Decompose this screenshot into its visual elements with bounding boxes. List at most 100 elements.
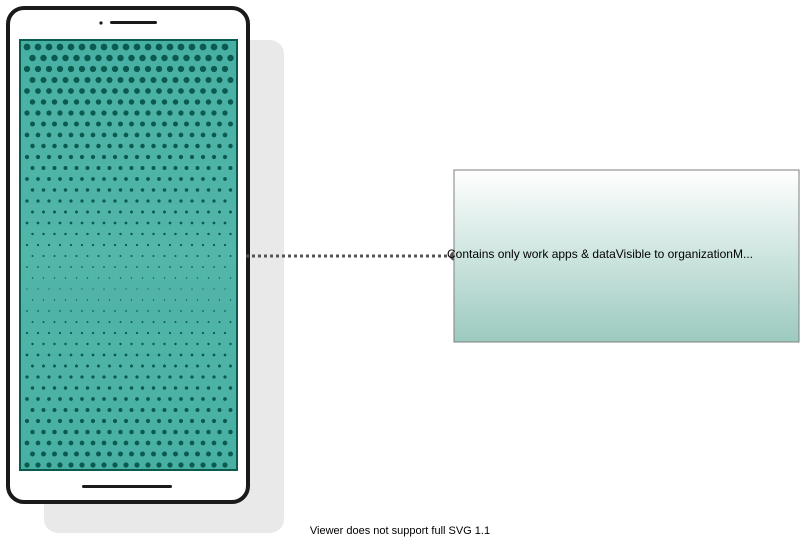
- smartphone-icon: [6, 6, 250, 504]
- screen-dot: [46, 132, 52, 138]
- screen-dot: [59, 288, 61, 290]
- screen-dot: [40, 99, 47, 105]
- screen-dot: [183, 54, 190, 62]
- screen-dot: [52, 188, 57, 192]
- screen-dot: [31, 232, 34, 236]
- screen-dot: [228, 386, 233, 390]
- screen-dot: [200, 462, 206, 468]
- screen-dot: [174, 299, 177, 301]
- screen-dot: [183, 99, 190, 105]
- screen-dot: [23, 65, 31, 73]
- screen-dot: [151, 143, 156, 149]
- screen-dot: [58, 177, 62, 181]
- screen-dot: [97, 232, 100, 236]
- screen-dot: [41, 451, 46, 457]
- screen-dot: [36, 199, 40, 203]
- screen-dot: [124, 397, 128, 401]
- screen-dot: [163, 321, 166, 323]
- screen-dot: [157, 331, 161, 335]
- screen-dot: [141, 321, 144, 323]
- screen-dot: [195, 143, 200, 149]
- screen-dot: [212, 177, 216, 181]
- svg-fallback-notice: Viewer does not support full SVG 1.1: [309, 525, 491, 537]
- screen-dot: [124, 375, 128, 379]
- screen-dot: [133, 65, 141, 73]
- screen-dot: [42, 321, 45, 323]
- screen-dot: [135, 177, 139, 181]
- screen-dot: [223, 221, 227, 225]
- screen-dot: [185, 277, 188, 279]
- screen-dot: [37, 310, 39, 312]
- screen-dot: [96, 451, 101, 457]
- screen-dot: [140, 386, 145, 390]
- screen-dot: [200, 440, 206, 446]
- screen-dot: [222, 418, 228, 424]
- screen-dot: [31, 321, 34, 323]
- screen-dot: [56, 43, 64, 51]
- screen-dot: [212, 221, 216, 225]
- screen-dot: [227, 99, 234, 105]
- screen-dot: [211, 88, 217, 94]
- screen-dot: [161, 54, 168, 62]
- screen-dot: [162, 451, 167, 457]
- screen-dot: [129, 408, 134, 412]
- screen-dot: [86, 342, 89, 346]
- screen-dot: [141, 342, 144, 346]
- screen-dot: [179, 221, 183, 225]
- screen-dot: [75, 232, 78, 236]
- screen-dot: [85, 121, 90, 127]
- screen-dot: [134, 154, 140, 160]
- screen-dot: [147, 266, 149, 268]
- screen-dot: [53, 321, 56, 323]
- screen-dot: [123, 440, 129, 446]
- screen-dot: [217, 408, 222, 412]
- screen-dot: [211, 440, 217, 446]
- screen-dot: [42, 342, 45, 346]
- screen-dot: [78, 43, 86, 51]
- screen-dot: [146, 243, 150, 247]
- screen-dot: [68, 440, 74, 446]
- screen-dot: [123, 132, 129, 138]
- screen-dot: [35, 462, 41, 468]
- screen-dot: [190, 397, 194, 401]
- screen-dot: [97, 342, 100, 346]
- screen-dot: [25, 331, 29, 335]
- screen-dot: [194, 54, 201, 62]
- screen-dot: [114, 266, 116, 268]
- screen-dot: [190, 243, 194, 247]
- screen-dot: [152, 342, 155, 346]
- screen-dot: [146, 221, 150, 225]
- screen-dot: [229, 277, 232, 279]
- screen-dot: [101, 462, 107, 468]
- screen-dot: [101, 418, 107, 424]
- screen-dot: [59, 266, 61, 268]
- screen-dot: [107, 121, 112, 127]
- screen-dot: [202, 288, 204, 290]
- screen-dot: [190, 375, 194, 379]
- screen-dot: [173, 451, 178, 457]
- screen-dot: [173, 188, 178, 192]
- screen-dot: [223, 199, 227, 203]
- screen-dot: [218, 232, 221, 236]
- screen-dot: [168, 221, 172, 225]
- screen-dot: [222, 88, 228, 94]
- screen-dot: [100, 65, 108, 73]
- screen-dot: [200, 132, 206, 138]
- screen-dot: [95, 77, 102, 83]
- screen-dot: [180, 266, 182, 268]
- screen-dot: [91, 331, 95, 335]
- screen-dot: [178, 110, 184, 116]
- screen-dot: [151, 429, 156, 435]
- screen-dot: [119, 342, 122, 346]
- screen-dot: [25, 221, 29, 225]
- screen-dot: [184, 121, 189, 127]
- screen-dot: [228, 408, 233, 412]
- screen-dot: [211, 110, 217, 116]
- screen-dot: [108, 255, 111, 257]
- screen-dot: [53, 364, 56, 368]
- screen-dot: [101, 88, 107, 94]
- screen-dot: [30, 429, 35, 435]
- screen-dot: [52, 166, 57, 170]
- screen-dot: [196, 210, 199, 214]
- screen-dot: [52, 429, 57, 435]
